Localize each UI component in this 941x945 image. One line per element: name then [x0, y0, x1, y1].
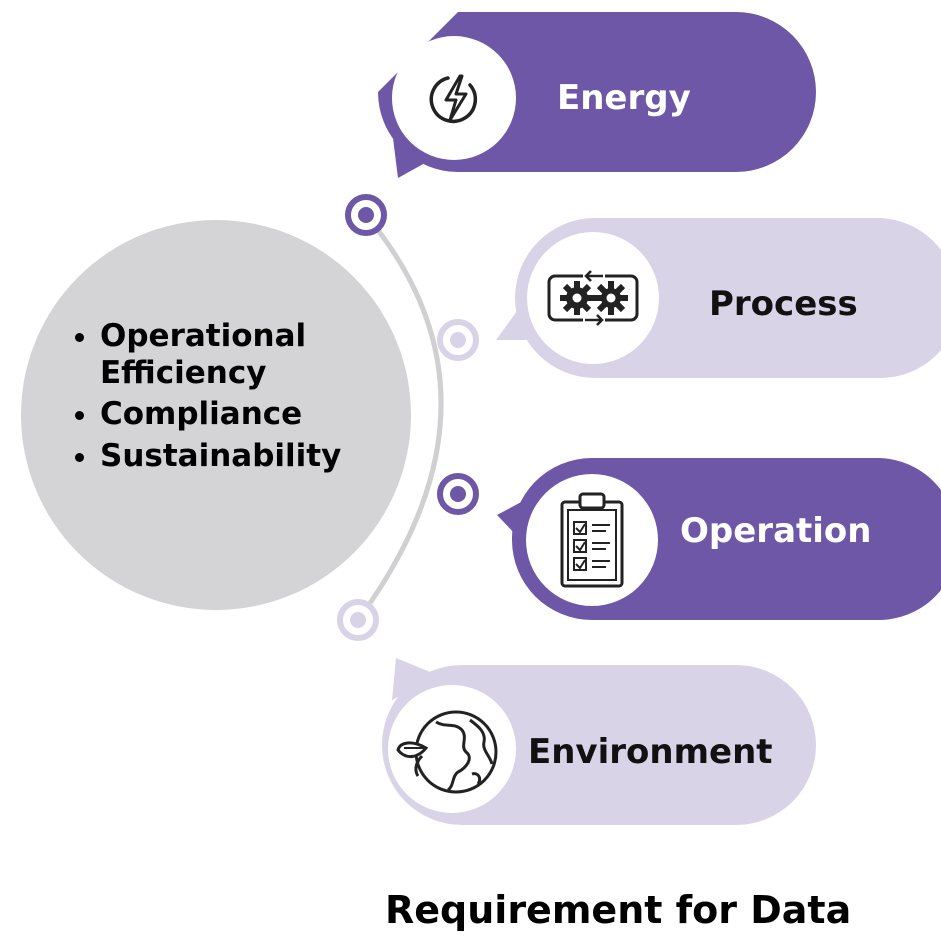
environment-pill [382, 658, 816, 825]
clipboard-checklist-icon [560, 492, 624, 588]
gears-process-icon [547, 270, 639, 326]
operation-label: Operation [680, 511, 872, 551]
environment-label: Environment [528, 732, 773, 772]
lightning-bolt-icon [429, 74, 478, 124]
connector-node-operation [437, 473, 479, 515]
bullet-item: Sustainability [100, 438, 420, 475]
connector-node-environment [337, 599, 379, 641]
footer-title: Requirement for Data [385, 888, 852, 932]
connector-node-energy [345, 194, 387, 236]
energy-label: Energy [557, 78, 691, 118]
process-label: Process [709, 284, 858, 324]
bullet-item: Operational Efficiency [100, 318, 420, 392]
center-circle [21, 220, 411, 610]
connector-node-process [437, 319, 479, 361]
bullet-item: Compliance [100, 396, 420, 433]
connector-arc [355, 213, 444, 622]
globe-leaf-icon [396, 710, 498, 794]
center-bullet-list: Operational Efficiency Compliance Sustai… [62, 318, 420, 479]
